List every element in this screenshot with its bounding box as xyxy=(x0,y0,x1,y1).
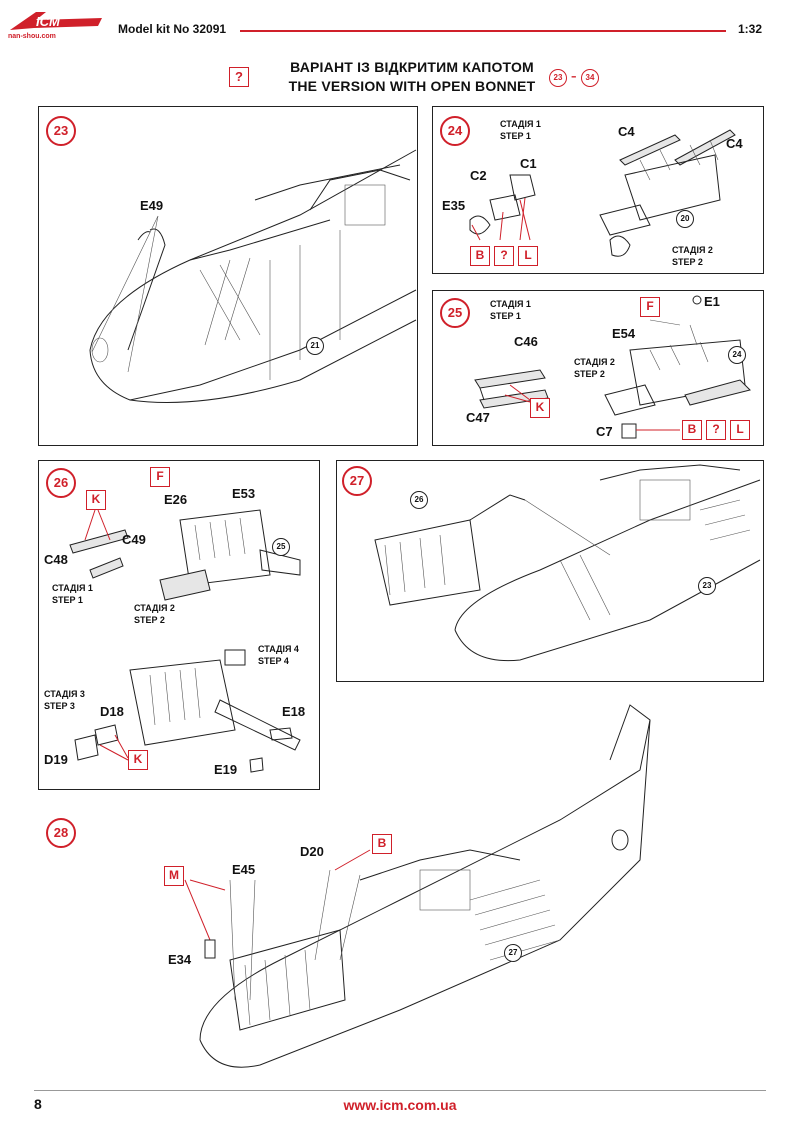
step-23-circle: 23 xyxy=(46,116,76,146)
color-k-box-26a: K xyxy=(86,490,106,510)
part-e45-label: E45 xyxy=(232,862,256,877)
part-d18-label: D18 xyxy=(100,704,124,719)
logo-site: nan-shou.com xyxy=(8,33,56,40)
part-c48-label: C48 xyxy=(44,552,68,567)
part-d19-label: D19 xyxy=(44,752,68,767)
part-c47-label: C47 xyxy=(466,410,490,425)
range-from-circle: 23 xyxy=(549,69,567,87)
step-28-drawing xyxy=(184,704,651,1068)
step-26-stage3: СТАДІЯ 3 STEP 3 xyxy=(44,689,85,711)
step-24-circle: 24 xyxy=(440,116,470,146)
step-25-ref: 24 xyxy=(728,346,746,364)
page-number: 8 xyxy=(34,1096,42,1112)
color-b-box: B xyxy=(470,246,490,266)
step-24-drawing xyxy=(469,129,736,257)
step-24-ref: 20 xyxy=(676,210,694,228)
step-28-ref: 27 xyxy=(504,944,522,962)
part-c46-label: C46 xyxy=(514,334,538,349)
color-l-box: L xyxy=(518,246,538,266)
part-e35-label: E35 xyxy=(442,198,466,213)
step-25-circle: 25 xyxy=(440,298,470,328)
part-c4b-label: C4 xyxy=(726,136,743,151)
step-24-stage1: СТАДІЯ 1 STEP 1 xyxy=(500,119,541,141)
step-28-circle: 28 xyxy=(46,818,76,848)
step-27-drawing xyxy=(374,464,761,662)
step-25-stage1: СТАДІЯ 1 STEP 1 xyxy=(490,299,531,321)
part-d20-label: D20 xyxy=(300,844,324,859)
part-e1-label: E1 xyxy=(704,294,720,309)
step-26-stage2: СТАДІЯ 2 STEP 2 xyxy=(134,603,175,625)
header-rule xyxy=(240,30,726,32)
step-25-stage2: СТАДІЯ 2 STEP 2 xyxy=(574,357,615,379)
color-unknown-box-25: ? xyxy=(706,420,726,440)
option-mark: ? xyxy=(229,67,249,87)
color-k-box-26b: K xyxy=(128,750,148,770)
part-e49-label: E49 xyxy=(140,198,164,213)
range-to-circle: 34 xyxy=(581,69,599,87)
part-e18-label: E18 xyxy=(282,704,306,719)
step-23-ref: 21 xyxy=(306,337,324,355)
step-23-frame xyxy=(38,106,418,446)
step-27-frame xyxy=(336,460,764,682)
color-b-box-28: B xyxy=(372,834,392,854)
step-26-ref: 25 xyxy=(272,538,290,556)
color-f-box: F xyxy=(640,297,660,317)
part-e19-label: E19 xyxy=(214,762,238,777)
part-e26-label: E26 xyxy=(164,492,188,507)
scale: 1:32 xyxy=(738,22,763,36)
color-k-box: K xyxy=(530,398,550,418)
range-dash: – xyxy=(571,70,577,83)
step-26-circle: 26 xyxy=(46,468,76,498)
step-26-stage1: СТАДІЯ 1 STEP 1 xyxy=(52,583,93,605)
part-e54-label: E54 xyxy=(612,326,636,341)
kit-number: Model kit No 32091 xyxy=(118,22,227,36)
title-ukrainian: ВАРІАНТ ІЗ ВІДКРИТИМ КАПОТОМ xyxy=(290,59,534,75)
step-26-stage4: СТАДІЯ 4 STEP 4 xyxy=(258,644,299,666)
icm-logo: ICM nan-shou.com xyxy=(6,6,106,40)
color-l-box-25: L xyxy=(730,420,750,440)
color-b-box-25: B xyxy=(682,420,702,440)
step-27-ref-engine: 26 xyxy=(410,491,428,509)
title-english: THE VERSION WITH OPEN BONNET xyxy=(288,78,536,94)
color-f-box-26: F xyxy=(150,467,170,487)
color-m-box: M xyxy=(164,866,184,886)
part-e34-label: E34 xyxy=(168,952,192,967)
part-e53-label: E53 xyxy=(232,486,256,501)
part-c49-label: C49 xyxy=(122,532,146,547)
footer-url[interactable]: www.icm.com.ua xyxy=(343,1097,457,1113)
logo-text: ICM xyxy=(36,14,61,29)
part-c1-label: C1 xyxy=(520,156,537,171)
part-c7-label: C7 xyxy=(596,424,613,439)
step-23-drawing xyxy=(89,149,417,403)
step-26-frame xyxy=(38,460,320,790)
part-c4a-label: C4 xyxy=(618,124,635,139)
page-title: ВАРІАНТ ІЗ ВІДКРИТИМ КАПОТОМ THE VERSION… xyxy=(262,58,562,96)
color-unknown-box: ? xyxy=(494,246,514,266)
step-27-circle: 27 xyxy=(342,466,372,496)
part-c2-label: C2 xyxy=(470,168,487,183)
footer-rule xyxy=(34,1090,766,1091)
step-25-drawing xyxy=(474,295,751,439)
step-26-drawing xyxy=(69,509,301,773)
step-24-stage2: СТАДІЯ 2 STEP 2 xyxy=(672,245,713,267)
step-27-ref-body: 23 xyxy=(698,577,716,595)
